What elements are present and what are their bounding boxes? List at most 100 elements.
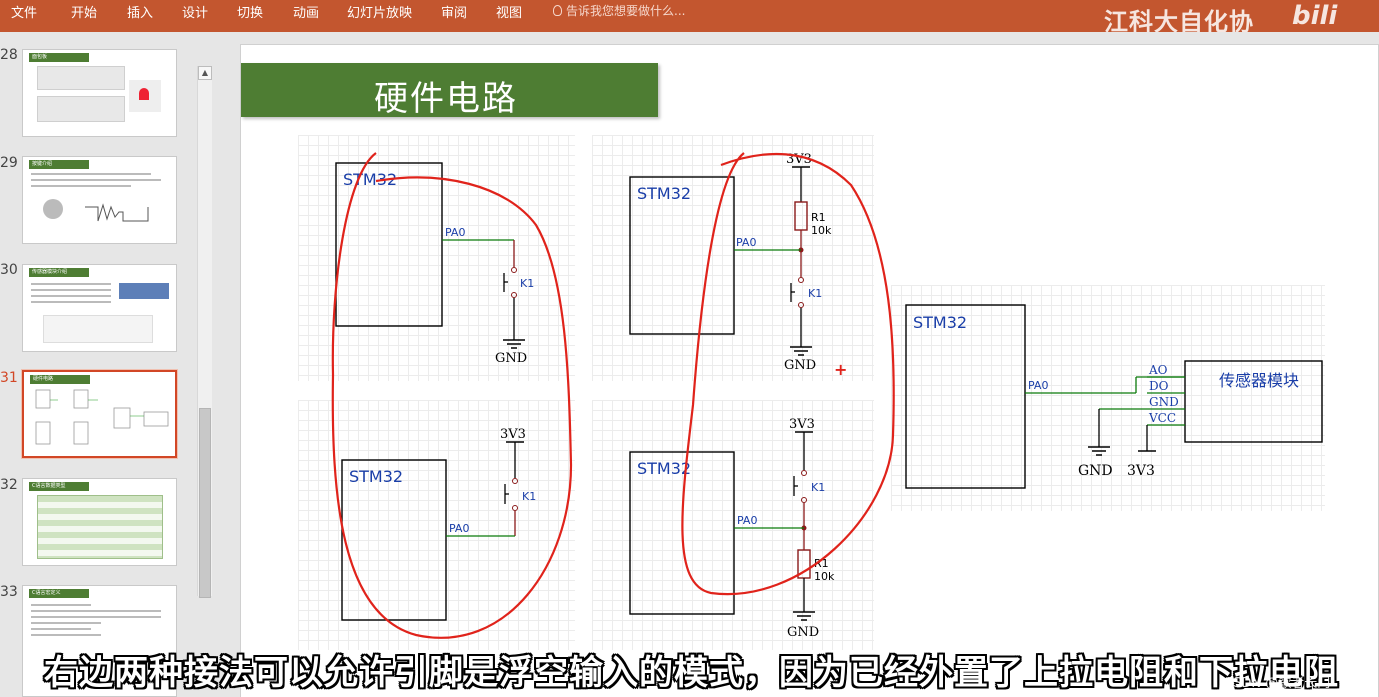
- switch-label: K1: [522, 490, 536, 503]
- slide-editor: 硬件电路 STM32 PA0 K1: [222, 32, 1379, 697]
- plus-mark: +: [834, 360, 847, 379]
- thumb-title: 传感器模块介绍: [29, 268, 89, 277]
- table-image: [37, 495, 163, 559]
- pin-label: PA0: [736, 236, 756, 249]
- pin-label: PA0: [445, 226, 465, 239]
- tab-view[interactable]: 视图: [496, 6, 523, 21]
- slide-thumbnail[interactable]: C语言数据类型: [22, 478, 177, 566]
- ground-label: GND: [787, 625, 819, 640]
- thumb-title: C语言宏定义: [29, 589, 89, 598]
- mcu-label: STM32: [913, 313, 967, 332]
- thumb-text-line: [31, 622, 101, 624]
- module-label: 传感器模块: [1219, 371, 1299, 390]
- button-image: [43, 199, 63, 219]
- schematic-image: [43, 315, 153, 343]
- breadboard-image: [37, 96, 125, 122]
- slide-thumbnail[interactable]: 传感器模块介绍: [22, 264, 177, 352]
- thumb-text-line: [31, 179, 161, 181]
- thumb-title: 硬件电路: [30, 375, 90, 384]
- switch-label: K1: [811, 481, 825, 494]
- thumb-text-line: [31, 610, 161, 612]
- ground-label: GND: [784, 358, 816, 373]
- scrollbar-thumb[interactable]: [199, 408, 211, 598]
- resistor-label: R1: [811, 211, 826, 224]
- circuit-panel-3[interactable]: STM32 3V3 R1 10k PA0 K1: [592, 135, 874, 381]
- resistor-value: 10k: [814, 570, 835, 583]
- thumb-text-line: [31, 628, 91, 630]
- circuit-switch-to-ground: STM32 PA0 K1 GND: [335, 162, 534, 366]
- thumb-number: 32: [0, 477, 18, 493]
- switch-label: K1: [520, 277, 534, 290]
- module-pin-vcc: VCC: [1148, 411, 1176, 425]
- supply-label: 3V3: [789, 417, 815, 432]
- ribbon-bar: 文件 开始 插入 设计 切换 动画 幻灯片放映 审阅 视图 告诉我您想要做什么.…: [0, 0, 1379, 36]
- module-pin-do: DO: [1149, 379, 1169, 393]
- tab-animations[interactable]: 动画: [293, 6, 320, 21]
- resistor-label: R1: [814, 557, 829, 570]
- tell-me-placeholder: 告诉我您想要做什么...: [566, 4, 686, 18]
- tab-home[interactable]: 开始: [71, 6, 98, 21]
- circuit-panel-4[interactable]: STM32 3V3 K1 PA0 R1 10k: [592, 400, 874, 650]
- slide-thumbnail[interactable]: 按键介绍: [22, 156, 177, 244]
- supply-label: 3V3: [786, 152, 812, 167]
- tab-transitions[interactable]: 切换: [237, 6, 264, 21]
- scroll-up-arrow-icon[interactable]: ▲: [198, 66, 212, 80]
- pin-label: PA0: [737, 514, 757, 527]
- mcu-label: STM32: [637, 459, 691, 478]
- title-banner: 硬件电路: [241, 63, 658, 119]
- thumb-text-line: [31, 185, 131, 187]
- thumb-title: 按键介绍: [29, 160, 89, 169]
- thumb-text-line: [31, 289, 111, 291]
- slide-thumbnail[interactable]: 面包板: [22, 49, 177, 137]
- thumb-text-line: [31, 616, 161, 618]
- circuit-panel-1[interactable]: STM32 PA0 K1 GND: [298, 135, 575, 381]
- schematic-preview: [35, 389, 169, 445]
- tab-design[interactable]: 设计: [182, 6, 209, 21]
- circuit-switch-to-supply: STM32 3V3 K1 PA0: [341, 427, 536, 621]
- thumb-number: 31: [0, 370, 18, 386]
- csdn-watermark: CSDN @歌者长门: [1224, 676, 1331, 691]
- video-subtitle: 右边两种接法可以允许引脚是浮空输入的模式，因为已经外置了上拉电阻和下拉电阻: [44, 653, 1339, 693]
- thumb-title: 面包板: [29, 53, 89, 62]
- sensor-image: [119, 283, 169, 299]
- module-pin-gnd: GND: [1149, 395, 1179, 409]
- module-pin-ao: AO: [1148, 363, 1168, 377]
- breadboard-image: [37, 66, 125, 90]
- channel-watermark: 江科大自化协: [1104, 8, 1254, 36]
- thumb-text-line: [31, 283, 111, 285]
- circuit-panel-2[interactable]: STM32 3V3 K1 PA0: [298, 400, 575, 650]
- thumb-number: 28: [0, 47, 18, 63]
- tell-me-search[interactable]: 告诉我您想要做什么...: [553, 2, 685, 19]
- slide-title[interactable]: 硬件电路: [374, 79, 518, 119]
- tab-review[interactable]: 审阅: [441, 6, 468, 21]
- tab-slideshow[interactable]: 幻灯片放映: [347, 6, 413, 21]
- pin-label: PA0: [1028, 379, 1048, 392]
- led-image: [129, 80, 161, 112]
- mcu-label: STM32: [343, 170, 397, 189]
- ground-label: GND: [1078, 463, 1113, 479]
- mcu-label: STM32: [637, 184, 691, 203]
- supply-label: 3V3: [1127, 463, 1155, 479]
- bilibili-logo: bili: [1292, 1, 1338, 31]
- thumb-number: 33: [0, 584, 18, 600]
- thumb-text-line: [31, 295, 111, 297]
- thumb-title: C语言数据类型: [29, 482, 89, 491]
- thumb-number: 30: [0, 262, 18, 278]
- switch-label: K1: [808, 287, 822, 300]
- circuit-sensor-module: STM32 PA0 传感器模块 AO DO GND VCC: [905, 304, 1323, 489]
- ground-label: GND: [495, 351, 527, 366]
- tab-insert[interactable]: 插入: [127, 6, 154, 21]
- circuit-pull-up: STM32 3V3 R1 10k PA0 K1: [629, 152, 847, 379]
- slide-thumbnail-pane: 28 面包板 29 按键介绍 30 传感器模块介绍 31: [0, 32, 216, 697]
- mcu-label: STM32: [349, 467, 403, 486]
- thumb-text-line: [31, 173, 151, 175]
- thumb-number: 29: [0, 155, 18, 171]
- slide-thumbnail-selected[interactable]: 硬件电路: [21, 369, 178, 459]
- thumbnail-scrollbar[interactable]: ▲: [197, 66, 212, 598]
- current-slide[interactable]: 硬件电路 STM32 PA0 K1: [240, 44, 1379, 697]
- circuit-panel-5[interactable]: STM32 PA0 传感器模块 AO DO GND VCC: [891, 285, 1325, 511]
- thumb-text-line: [31, 634, 101, 636]
- thumb-text-line: [31, 604, 91, 606]
- tab-file[interactable]: 文件: [11, 6, 38, 21]
- thumb-text-line: [31, 301, 111, 303]
